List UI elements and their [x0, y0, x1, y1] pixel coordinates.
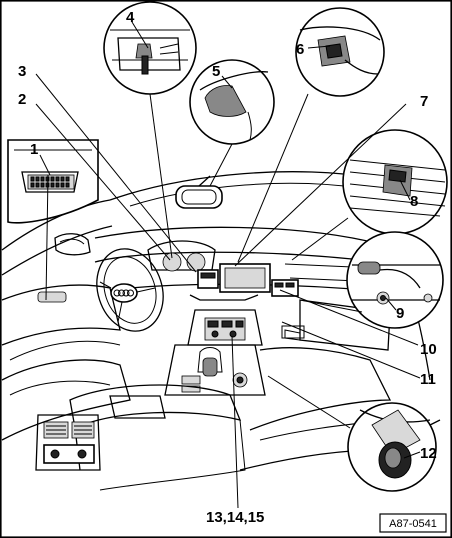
brand-rings [113, 289, 134, 297]
inset-4 [103, 1, 197, 95]
callout-5: 5 [212, 63, 220, 80]
leader-lines [35, 21, 421, 509]
callout-12: 12 [420, 445, 437, 462]
rear-view-mirror [175, 185, 223, 209]
steering-wheel [96, 248, 164, 332]
callout-11: 11 [420, 371, 436, 388]
inset-diagnostic-connector [7, 139, 99, 224]
inset-8 [342, 129, 448, 235]
reference-code-badge: A87-0541 [379, 513, 447, 533]
inset-12 [347, 402, 437, 492]
inset-5 [189, 59, 275, 145]
callout-4: 4 [126, 9, 135, 26]
callout-9: 9 [396, 305, 404, 322]
reference-code: A87-0541 [389, 518, 437, 530]
callout-13-14-15: 13,14,15 [206, 509, 264, 526]
callout-1: 1 [30, 141, 38, 158]
inset-9 [346, 231, 444, 329]
callout-7: 7 [420, 93, 428, 110]
callout-2: 2 [18, 91, 26, 108]
callout-3: 3 [18, 63, 26, 80]
callout-8: 8 [410, 193, 418, 210]
callout-10: 10 [420, 341, 437, 358]
callout-labels: 1 2 3 4 5 6 7 8 9 10 11 12 13,14,15 [18, 9, 437, 526]
callout-6: 6 [296, 41, 304, 58]
inset-6 [295, 7, 385, 97]
